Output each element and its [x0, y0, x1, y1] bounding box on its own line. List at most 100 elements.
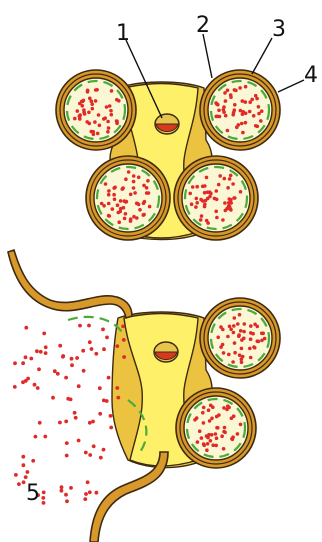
pollen-grain — [88, 122, 92, 126]
pollen-grain — [223, 177, 227, 181]
pollen-grain — [135, 202, 139, 206]
pollen-grain — [81, 104, 85, 108]
pollen-grain — [84, 451, 88, 455]
tapetum-remnant-upper — [68, 317, 122, 332]
pollen-grain — [227, 406, 231, 410]
closed-anther — [56, 70, 280, 240]
pollen-grain — [227, 353, 231, 357]
pollen-grain — [206, 442, 210, 446]
pollen-grain — [83, 497, 87, 501]
pollen-grain — [214, 115, 218, 119]
pollen-grain — [188, 192, 192, 196]
pollen-grain — [206, 190, 210, 194]
pollen-grain — [122, 338, 126, 342]
pollen-grain — [29, 357, 33, 361]
pollen-grain — [148, 205, 152, 209]
pollen-grain — [202, 406, 206, 410]
pollen-grain — [261, 332, 265, 336]
pollen-grain — [26, 377, 30, 381]
pollen-grain — [135, 216, 139, 220]
pollen-grain — [31, 459, 35, 463]
pollen-grain — [233, 351, 237, 355]
pollen-grain — [124, 212, 128, 216]
pollen-grain — [132, 180, 136, 184]
pollen-grain — [107, 376, 111, 380]
pollen-grain — [223, 201, 227, 205]
pollen-grain — [64, 493, 68, 497]
pollen-grain — [205, 176, 209, 180]
pollen-grain — [201, 199, 205, 203]
pollen-grain — [13, 361, 17, 365]
label-2: 2 — [196, 13, 210, 38]
pollen-grain — [58, 344, 62, 348]
pollen-grain — [137, 176, 141, 180]
pollen-grain — [216, 426, 220, 430]
pollen-grain — [220, 434, 224, 438]
pollen-grain — [257, 112, 261, 116]
pollen-sac-top-left — [56, 70, 136, 150]
pollen-grain — [112, 193, 116, 197]
pollen-grain — [64, 420, 68, 424]
pollen-grain — [26, 470, 30, 474]
pollen-grain — [86, 480, 90, 484]
pollen-grain — [226, 89, 230, 93]
pollen-grain — [195, 185, 199, 189]
pollen-grain — [118, 210, 122, 214]
pollen-grain — [91, 107, 95, 111]
pollen-grain — [138, 208, 142, 212]
pollen-grain — [205, 219, 209, 223]
pollen-grain — [58, 421, 62, 425]
pollen-grain — [242, 337, 246, 341]
pollen-grain — [260, 109, 264, 113]
pollen-grain — [249, 324, 253, 328]
pollen-grain — [110, 113, 114, 117]
pollen-grain — [147, 191, 151, 195]
pollen-grain — [97, 113, 101, 117]
pollen-grain — [217, 183, 221, 187]
pollen-grain — [218, 115, 222, 119]
pollen-grain — [229, 207, 233, 211]
pollen-grain — [190, 202, 194, 206]
released-pollen-cloud — [13, 324, 126, 505]
pollen-grain — [74, 416, 78, 420]
pollen-grain — [88, 97, 92, 101]
pollen-grain — [215, 436, 219, 440]
pollen-grain — [229, 174, 233, 178]
pollen-grain — [129, 193, 133, 197]
pollen-grain — [146, 179, 150, 183]
pollen-grain — [129, 217, 133, 221]
pollen-grain — [231, 438, 235, 442]
pollen-grain — [228, 177, 232, 181]
pollen-grain — [123, 199, 127, 203]
pollen-grain — [106, 120, 110, 124]
pollen-grain — [145, 186, 149, 190]
pollen-grain — [195, 416, 199, 420]
pollen-grain — [257, 105, 261, 109]
pollen-grain — [102, 347, 106, 351]
pollen-grain — [98, 124, 102, 128]
pollen-grain — [24, 355, 28, 359]
leader-4 — [278, 80, 304, 92]
pollen-grain — [93, 120, 97, 124]
pollen-grain — [224, 99, 228, 103]
pollen-grain — [113, 198, 117, 202]
pollen-grain — [222, 108, 226, 112]
pollen-grain — [200, 436, 204, 440]
pollen-grain — [81, 349, 85, 353]
pollen-grain — [127, 170, 131, 174]
pollen-grain — [232, 414, 236, 418]
pollen-grain — [210, 433, 214, 437]
pollen-grain — [251, 332, 255, 336]
pollen-grain — [124, 177, 128, 181]
pollen-grain — [215, 216, 219, 220]
pollen-grain — [14, 473, 18, 477]
pollen-grain — [76, 109, 80, 113]
pollen-grain — [202, 442, 206, 446]
label-1: 1 — [116, 21, 130, 46]
pollen-grain — [41, 496, 45, 500]
pollen-grain — [236, 322, 240, 326]
pollen-grain — [70, 363, 74, 367]
pollen-grain — [226, 335, 230, 339]
pollen-grain — [219, 325, 223, 329]
pollen-grain — [51, 396, 55, 400]
